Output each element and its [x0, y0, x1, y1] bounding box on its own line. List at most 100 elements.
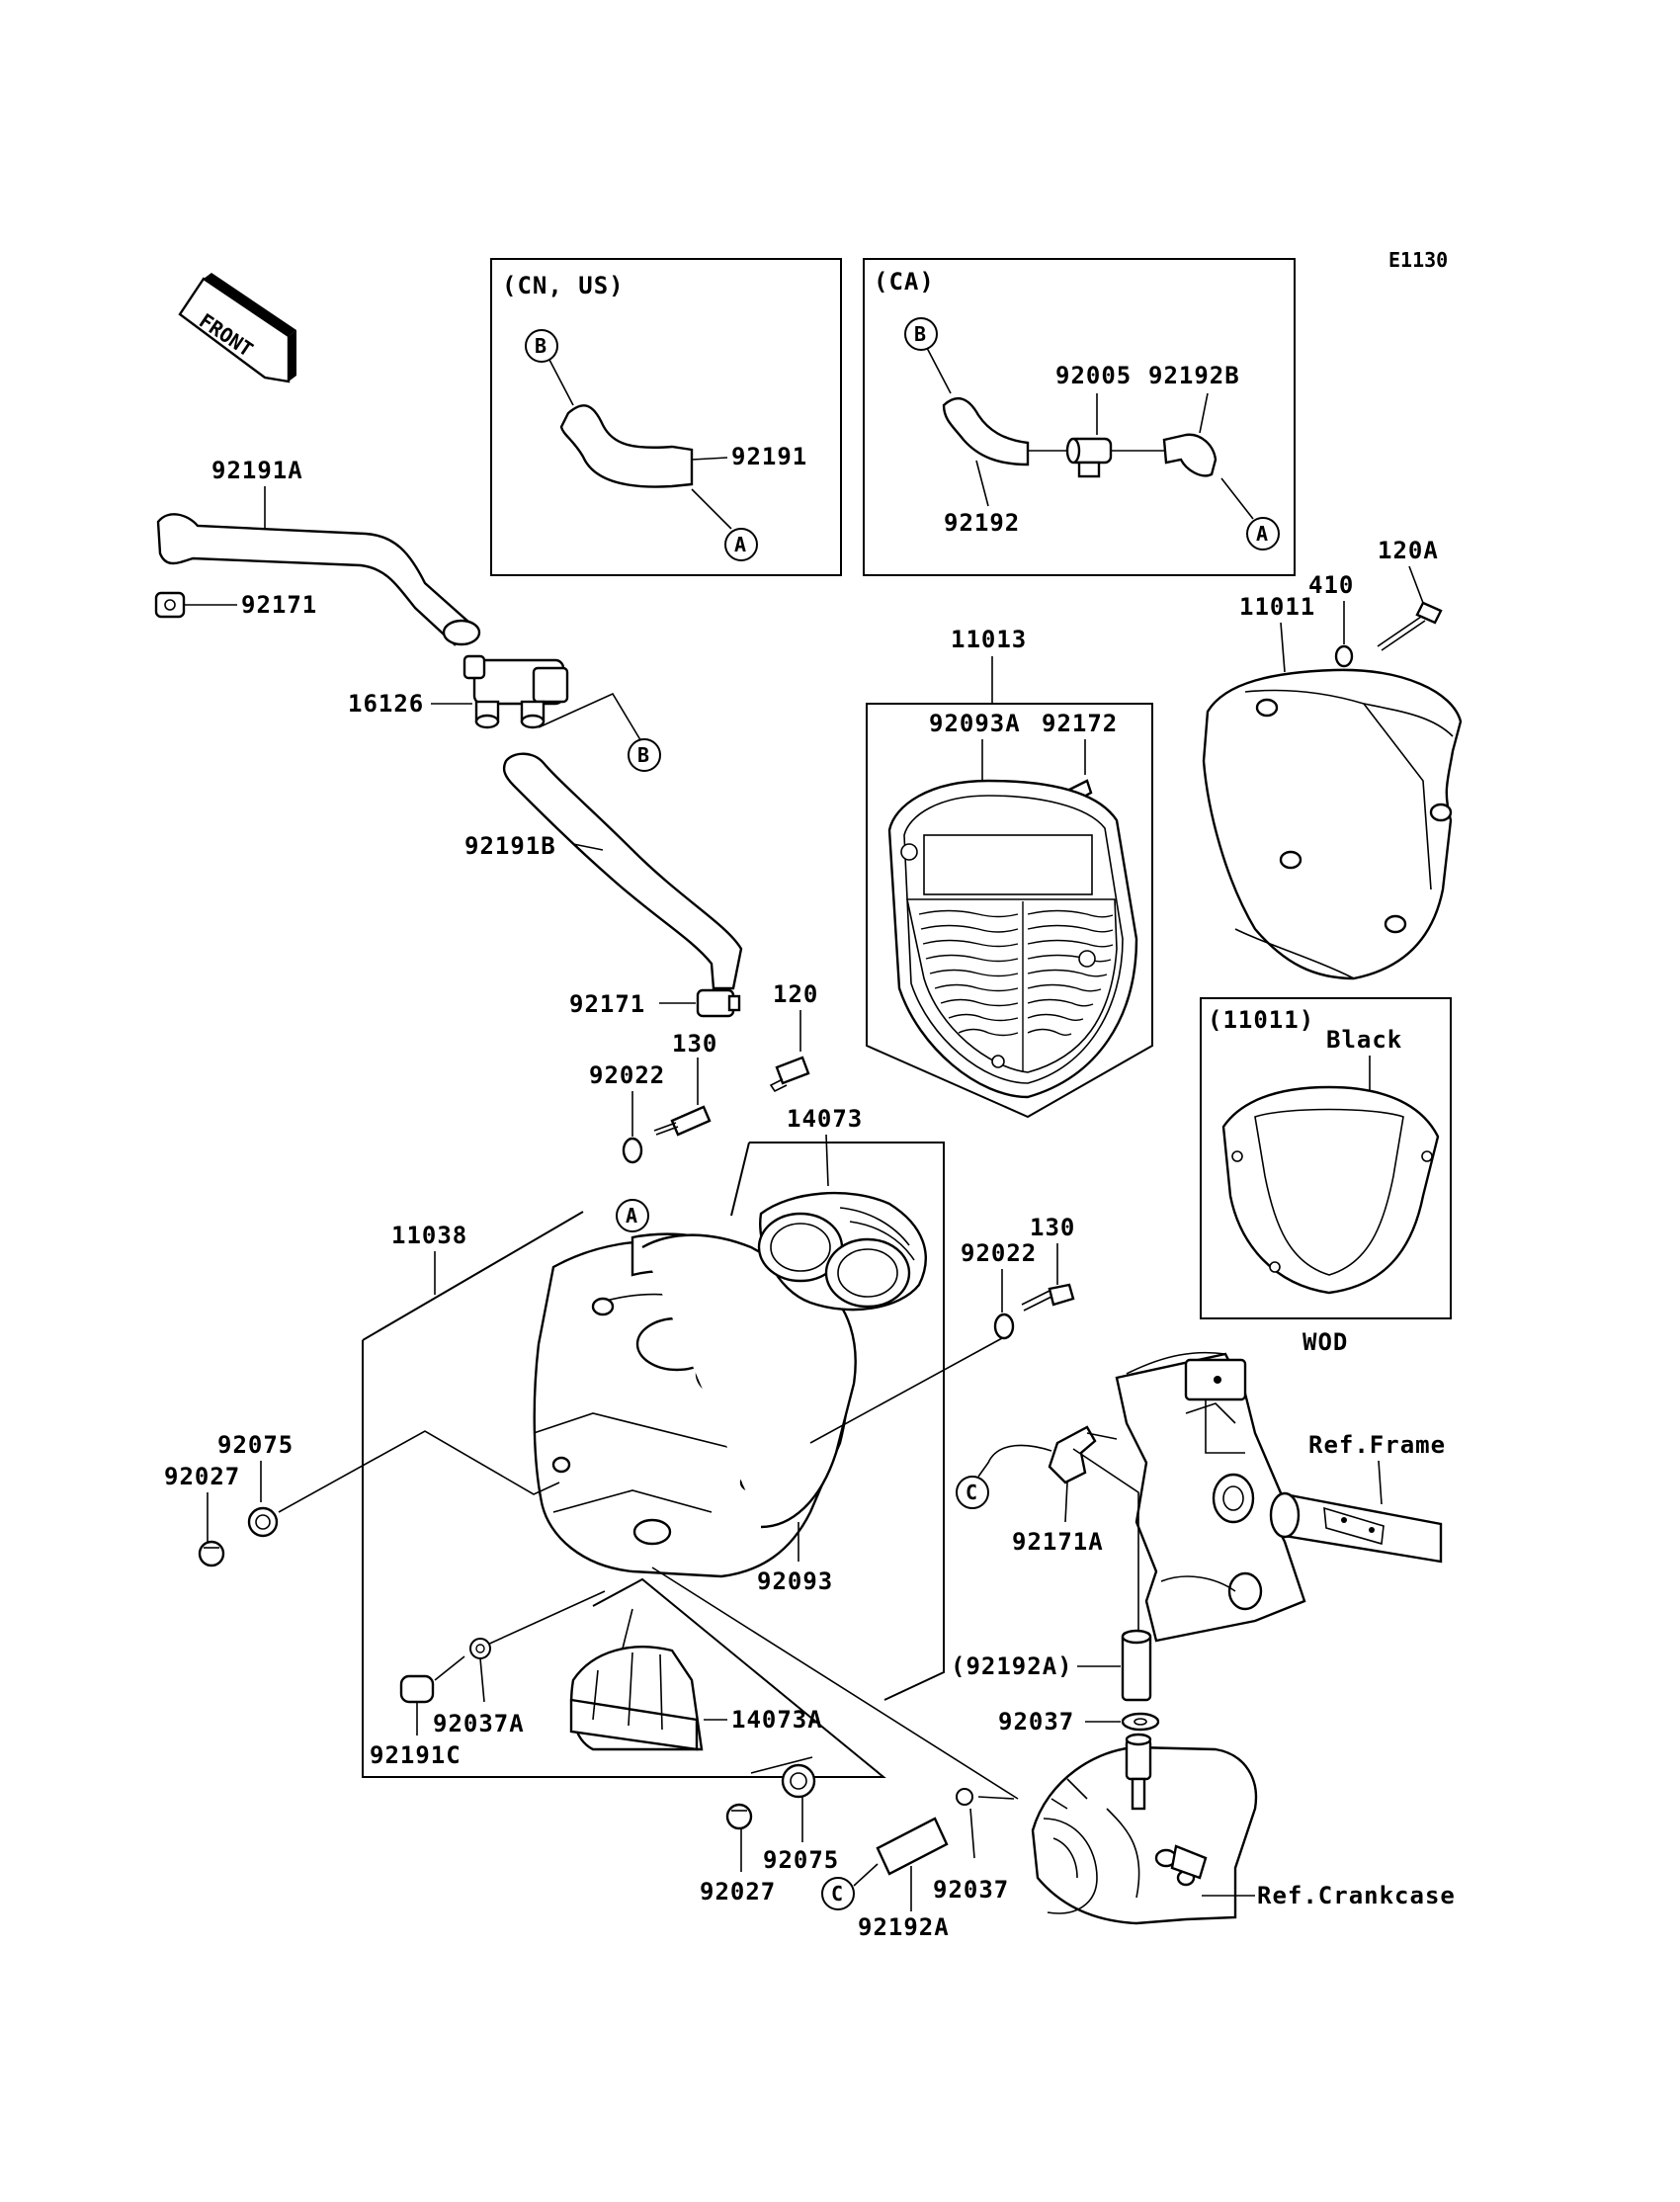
label-92037-right: 92037	[998, 1708, 1074, 1736]
variant-title-ca: (CA)	[874, 268, 935, 296]
label-92171-top: 92171	[241, 591, 317, 619]
valve-16126	[462, 654, 569, 729]
label-11038: 11038	[391, 1222, 467, 1249]
group-outline-11038	[362, 1211, 886, 1778]
crankcase-sketch	[1031, 1733, 1258, 1925]
label-92191C: 92191C	[370, 1741, 462, 1769]
label-92022-mid: 92022	[961, 1239, 1037, 1267]
label-410: 410	[1308, 571, 1354, 599]
callout-c-bottom: C	[821, 1877, 855, 1910]
front-arrow-icon: FRONT	[178, 273, 296, 383]
variant-title-wod: (11011)	[1208, 1006, 1314, 1034]
washer-92022-top	[622, 1137, 643, 1164]
svg-text:C: C	[831, 1882, 843, 1906]
collar-92027-bottom	[725, 1803, 753, 1830]
label-92172: 92172	[1042, 710, 1118, 737]
bolt-130-top	[653, 1105, 712, 1137]
label-14073: 14073	[787, 1105, 863, 1133]
callout-a-ca: A	[1246, 517, 1280, 550]
svg-text:B: B	[637, 743, 649, 767]
label-16126: 16126	[348, 690, 424, 718]
duct-14073A	[569, 1646, 704, 1751]
label-92027-bottom: 92027	[700, 1878, 776, 1906]
label-92037-bottom: 92037	[933, 1876, 1009, 1904]
svg-text:B: B	[914, 322, 926, 346]
ref-crankcase: Ref.Crankcase	[1257, 1882, 1456, 1909]
label-14073A: 14073A	[731, 1706, 823, 1734]
label-120A: 120A	[1378, 537, 1439, 564]
variant-box-ca	[863, 258, 1296, 576]
variant-code-wod: WOD	[1302, 1328, 1348, 1356]
label-11013: 11013	[951, 626, 1027, 653]
diagram-code: E1130	[1388, 248, 1448, 272]
clamp-92171-mid	[696, 988, 741, 1018]
label-92192A-paren: (92192A)	[951, 1652, 1073, 1680]
collar-92027-left	[198, 1540, 225, 1567]
variant-title-cn-us: (CN, US)	[502, 272, 625, 299]
callout-a-cn-us: A	[724, 528, 758, 561]
callout-a-main: A	[616, 1199, 649, 1232]
cover-11011-black	[1221, 1085, 1440, 1295]
hose-92191	[559, 404, 694, 488]
hose-92191A-end	[442, 619, 481, 646]
variant-box-cn-us	[490, 258, 842, 576]
bolt-120A	[1377, 601, 1443, 651]
label-92093: 92093	[757, 1567, 833, 1595]
callout-b-ca: B	[904, 317, 938, 351]
svg-text:B: B	[535, 334, 546, 358]
callout-c-right: C	[956, 1476, 989, 1509]
hose-92191B	[502, 752, 743, 990]
washer-410	[1334, 644, 1354, 668]
callout-b-cn-us: B	[525, 329, 558, 363]
hose-92191A	[156, 513, 471, 646]
label-92191B: 92191B	[464, 832, 556, 860]
label-130-mid: 130	[1030, 1214, 1075, 1241]
gasket-92093	[641, 1233, 857, 1529]
filter-element-11013	[887, 779, 1138, 1099]
bolt-120	[769, 1056, 810, 1093]
label-120: 120	[773, 980, 818, 1008]
plug-92191C	[399, 1674, 435, 1704]
label-92191: 92191	[731, 443, 807, 470]
label-92027-left: 92027	[164, 1463, 240, 1490]
ref-frame: Ref.Frame	[1308, 1431, 1446, 1459]
hose-92192A-right	[1121, 1629, 1152, 1702]
label-92022-top: 92022	[589, 1061, 665, 1089]
variant-color-black: Black	[1326, 1026, 1402, 1054]
frame-sketch	[1115, 1351, 1443, 1643]
duct-14073	[757, 1191, 927, 1312]
hose-92192A-bottom	[876, 1817, 949, 1876]
clamp-92037A	[469, 1638, 491, 1659]
label-92075-left: 92075	[217, 1431, 294, 1459]
grommet-92075-left	[247, 1506, 279, 1538]
group-outline-14073-edge	[730, 1142, 750, 1217]
label-92093A: 92093A	[929, 710, 1021, 737]
clip-92171A	[1048, 1425, 1118, 1484]
variant-box-wod	[1200, 997, 1452, 1319]
svg-text:A: A	[1256, 522, 1268, 546]
hose-92192	[942, 396, 1030, 466]
clamp-92037-bottom	[956, 1788, 973, 1806]
label-92192A: 92192A	[858, 1913, 950, 1941]
group-box-11013	[866, 703, 1153, 1119]
hose-92192B	[1162, 433, 1218, 477]
label-92171-mid: 92171	[569, 990, 645, 1018]
svg-text:A: A	[734, 533, 746, 556]
label-92171A: 92171A	[1012, 1528, 1104, 1556]
bolt-130-mid	[1021, 1283, 1075, 1312]
label-92037A: 92037A	[433, 1710, 525, 1737]
cover-11011	[1202, 668, 1463, 980]
label-92075-bottom: 92075	[763, 1846, 839, 1874]
label-92192B: 92192B	[1148, 362, 1240, 389]
svg-text:A: A	[626, 1204, 637, 1228]
label-92005: 92005	[1055, 362, 1132, 389]
clamp-92037-right	[1121, 1712, 1160, 1732]
joint-92005	[1065, 437, 1113, 478]
washer-92022-mid	[993, 1313, 1015, 1340]
label-130-top: 130	[672, 1030, 717, 1058]
svg-text:C: C	[966, 1481, 977, 1504]
group-outline-14073	[749, 1142, 945, 1701]
callout-b-main: B	[628, 738, 661, 772]
